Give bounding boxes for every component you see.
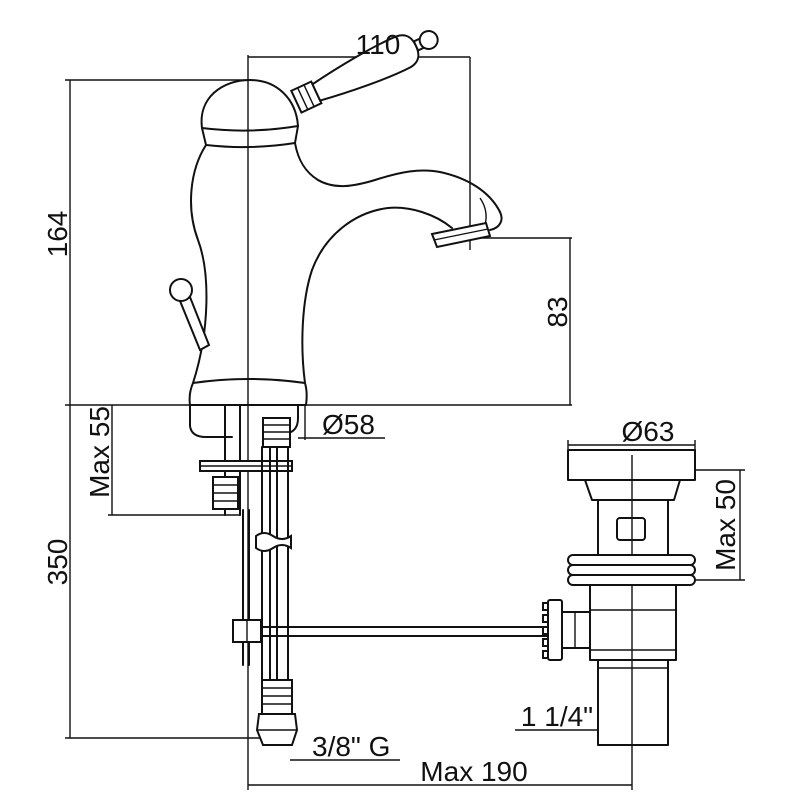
waste-washer xyxy=(567,564,696,576)
lateral-nut-gear xyxy=(547,599,563,661)
label-base-diameter: Ø58 xyxy=(322,409,375,440)
label-hose-thread: 3/8" G xyxy=(312,731,390,762)
lateral-nut-tooth xyxy=(542,638,549,647)
label-overall-height: 164 xyxy=(42,211,73,258)
spout-tip xyxy=(489,211,503,231)
label-hose-length: 350 xyxy=(42,539,73,586)
lateral-nut-tooth xyxy=(542,626,549,635)
lever-handle xyxy=(289,29,439,114)
spout-lower-outline xyxy=(301,206,453,384)
base-collar xyxy=(188,378,308,406)
aerator-ring xyxy=(433,228,489,241)
waste-slot xyxy=(616,517,646,541)
dimension-lines xyxy=(65,55,745,790)
waste-lateral-nut xyxy=(542,599,591,661)
label-spout-reach: 110 xyxy=(356,29,401,60)
waste-body xyxy=(589,584,677,661)
base-shank-left xyxy=(189,404,233,438)
label-waste-flange-diameter: Ø63 xyxy=(622,416,675,447)
waste-washer xyxy=(567,554,696,566)
lift-lever-knob xyxy=(169,278,193,302)
dome-band xyxy=(201,125,299,149)
flexible-hoses xyxy=(255,417,299,746)
waste-neck xyxy=(597,499,669,556)
handle-collar-ring xyxy=(303,84,315,107)
label-waste-max-thickness: Max 50 xyxy=(710,479,741,571)
handle-knob xyxy=(418,29,439,50)
base-shank-right xyxy=(290,404,299,433)
hose-bottom-nut xyxy=(261,679,293,715)
hose-break-mark xyxy=(255,532,292,552)
waste-washer xyxy=(567,574,696,586)
label-waste-thread: 1 1/4" xyxy=(521,701,593,732)
fixing-set xyxy=(199,404,293,516)
waste-tail xyxy=(597,659,669,746)
popup-linkage xyxy=(232,509,549,666)
lateral-nut-tooth xyxy=(542,614,549,623)
lateral-nut-tooth xyxy=(542,602,549,611)
faucet-dome xyxy=(200,79,299,129)
waste-collar xyxy=(584,479,681,501)
label-max-waste-distance: Max 190 xyxy=(420,756,527,787)
lateral-nut-tooth xyxy=(542,650,549,659)
popup-waste xyxy=(542,449,696,746)
dimension-labels: 110 164 83 Ø58 Max 55 350 Ø63 Max 50 1 1… xyxy=(42,29,741,787)
label-max-deck-thickness: Max 55 xyxy=(84,406,115,498)
popup-lift-lever xyxy=(169,278,211,352)
handle-collar-ring xyxy=(297,87,309,110)
faucet xyxy=(169,29,503,438)
spout-upper-outline xyxy=(294,142,501,213)
label-spout-height: 83 xyxy=(542,296,573,327)
